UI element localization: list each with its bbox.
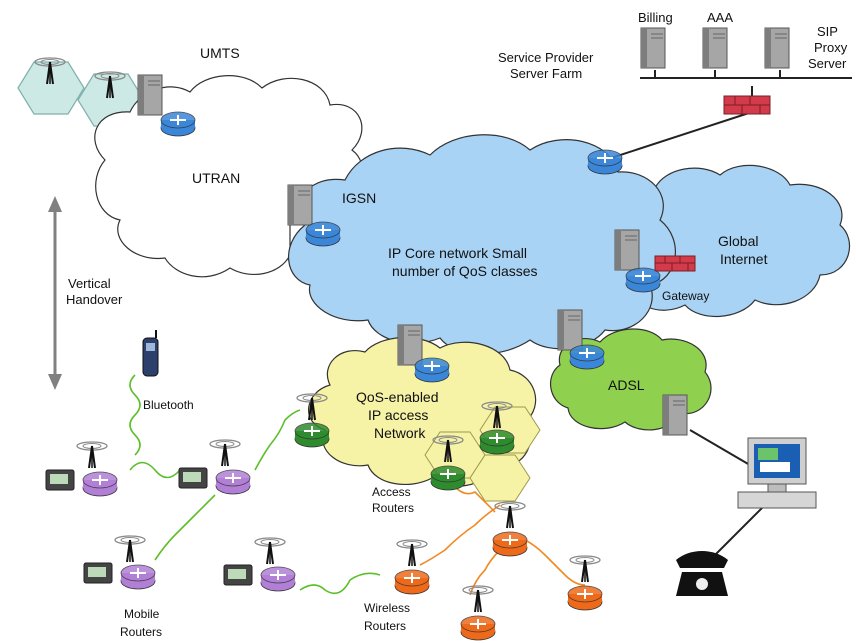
global-internet-cloud: [611, 164, 850, 317]
server-billing: [640, 27, 666, 69]
server-core-bottom: [397, 324, 423, 366]
label-aaa: AAA: [707, 10, 733, 25]
label-bluetooth: Bluetooth: [143, 398, 194, 412]
label-vertical-2: Handover: [66, 292, 123, 307]
server-aaa: [702, 27, 728, 69]
router-access-1: [294, 422, 330, 448]
router-mobile-2: [215, 469, 251, 495]
label-farm-1: Service Provider: [498, 50, 594, 65]
server-igsn: [287, 184, 313, 226]
label-sip-3: Server: [808, 56, 847, 71]
server-sip: [764, 27, 790, 69]
label-gateway: Gateway: [662, 289, 709, 303]
router-gateway: [625, 267, 661, 293]
label-qos-3: Network: [374, 425, 426, 441]
firewall-farm: [723, 95, 771, 115]
server-adsl-edge: [557, 309, 583, 351]
wireless-links-orange: [419, 486, 586, 596]
router-mobile-1: [82, 471, 118, 497]
tower-mobile-4: [254, 537, 286, 565]
label-wireless-2: Routers: [364, 619, 406, 633]
label-global-1: Global: [718, 233, 758, 249]
tower-wireless-1: [396, 539, 428, 567]
server-umts: [137, 74, 163, 116]
wireless-links-green: [129, 374, 381, 595]
pda-mobile-4: [223, 564, 253, 586]
vertical-handover-arrow: [48, 196, 62, 390]
router-wireless-3: [567, 585, 603, 611]
server-gateway: [614, 229, 640, 271]
server-adsl: [662, 394, 688, 436]
label-core-1: IP Core network Small: [388, 245, 527, 261]
label-billing: Billing: [638, 10, 673, 25]
label-utran: UTRAN: [192, 170, 240, 186]
label-umts: UMTS: [200, 45, 240, 61]
computer-icon: [737, 437, 817, 509]
router-wireless-1: [394, 569, 430, 595]
router-access-2: [479, 429, 515, 455]
label-igsn: IGSN: [342, 190, 376, 206]
label-mobile-2: Routers: [120, 625, 162, 639]
label-farm-2: Server Farm: [510, 66, 582, 81]
label-adsl: ADSL: [608, 377, 645, 393]
label-qos-2: IP access: [368, 407, 428, 423]
firewall-gateway: [654, 255, 696, 272]
tower-mobile-1: [76, 441, 108, 469]
label-qos-1: QoS-enabled: [356, 389, 439, 405]
tower-wireless-4: [462, 585, 494, 613]
pda-mobile-3: [83, 562, 113, 584]
label-access-1: Access: [372, 485, 411, 499]
router-core-bottom: [414, 357, 450, 383]
tower-mobile-3: [114, 535, 146, 563]
router-mobile-3: [120, 564, 156, 590]
label-mobile-1: Mobile: [124, 607, 160, 621]
router-igsn: [305, 221, 341, 247]
label-access-2: Routers: [372, 501, 414, 515]
label-core-2: number of QoS classes: [392, 263, 538, 279]
router-adsl: [569, 344, 605, 370]
label-sip-1: SIP: [817, 24, 838, 39]
router-farm: [587, 149, 623, 175]
label-wireless-1: Wireless: [364, 601, 410, 615]
pda-mobile-1: [45, 469, 75, 491]
telephone-icon: [676, 551, 728, 596]
router-umts: [160, 111, 196, 137]
tower-wireless-3: [569, 555, 601, 583]
router-wireless-4: [460, 615, 496, 641]
router-wireless-2: [492, 531, 528, 557]
label-vertical-1: Vertical: [68, 276, 111, 291]
label-sip-2: Proxy: [814, 40, 848, 55]
router-mobile-4: [260, 566, 296, 592]
labels: UMTS UTRAN IGSN Billing AAA SIP Proxy Se…: [66, 10, 848, 639]
mobile-phone-icon: [142, 330, 159, 377]
tower-mobile-2: [209, 439, 241, 467]
router-access-3: [430, 465, 466, 491]
label-global-2: Internet: [720, 251, 768, 267]
pda-mobile-2: [178, 467, 208, 489]
